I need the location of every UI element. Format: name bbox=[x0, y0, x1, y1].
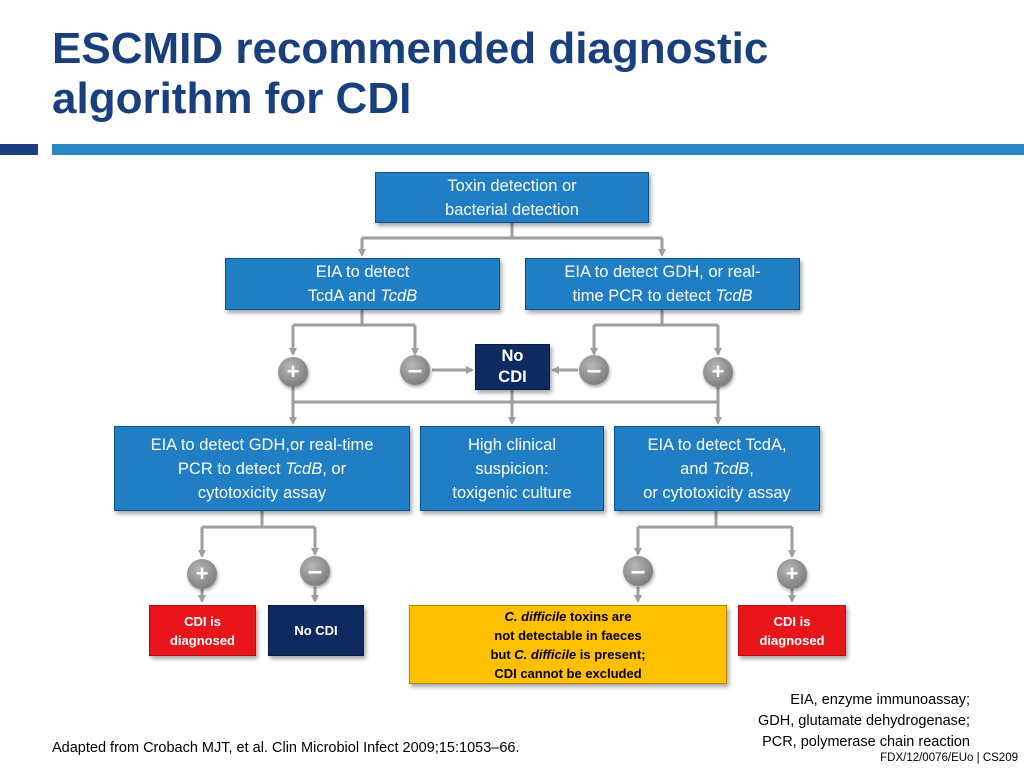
minus-sign-bottom-right: – bbox=[623, 556, 653, 586]
title-accent-bar bbox=[52, 144, 1024, 155]
eia-tcda-cytotoxicity-box: EIA to detect TcdA, and TcdB, or cytotox… bbox=[614, 426, 820, 511]
abbreviation-pcr: PCR, polymerase chain reaction bbox=[762, 734, 970, 750]
minus-sign-left: – bbox=[400, 355, 430, 385]
no-cdi-bottom-box: No CDI bbox=[268, 605, 364, 656]
title-line-2: algorithm for CDI bbox=[52, 74, 412, 123]
plus-sign-bottom-left: + bbox=[187, 559, 217, 589]
cdi-diagnosed-left-box: CDI is diagnosed bbox=[149, 605, 256, 656]
abbreviation-gdh: GDH, glutamate dehydrogenase; bbox=[758, 713, 970, 729]
eia-gdh-pcr-cytotoxicity-box: EIA to detect GDH,or real-time PCR to de… bbox=[114, 426, 410, 511]
source-credit: Adapted from Crobach MJT, et al. Clin Mi… bbox=[52, 740, 520, 756]
plus-sign-bottom-right: + bbox=[777, 559, 807, 589]
cdi-diagnosed-right-box: CDI is diagnosed bbox=[738, 605, 846, 656]
abbreviations-note: EIA, enzyme immunoassay; GDH, glutamate … bbox=[758, 690, 970, 753]
title-accent-bar-left bbox=[0, 144, 38, 155]
eia-tcda-tcdb-box: EIA to detect TcdA and TcdB bbox=[225, 258, 500, 310]
document-code: FDX/12/0076/EUo | CS209 bbox=[880, 752, 1018, 764]
eia-gdh-pcr-box: EIA to detect GDH, or real- time PCR to … bbox=[525, 258, 800, 310]
slide-title: ESCMID recommended diagnostic algorithm … bbox=[52, 24, 952, 124]
cdi-not-excluded-box: C. difficile toxins are not detectable i… bbox=[409, 605, 727, 684]
title-line-1: ESCMID recommended diagnostic bbox=[52, 24, 769, 73]
toxin-detection-box: Toxin detection or bacterial detection bbox=[375, 172, 649, 223]
plus-sign-left: + bbox=[278, 357, 308, 387]
minus-sign-right: – bbox=[579, 355, 609, 385]
abbreviation-eia: EIA, enzyme immunoassay; bbox=[790, 692, 970, 708]
high-clinical-suspicion-box: High clinical suspicion: toxigenic cultu… bbox=[420, 426, 604, 511]
minus-sign-bottom-left: – bbox=[300, 556, 330, 586]
plus-sign-right: + bbox=[703, 357, 733, 387]
no-cdi-center-box: No CDI bbox=[475, 344, 550, 390]
